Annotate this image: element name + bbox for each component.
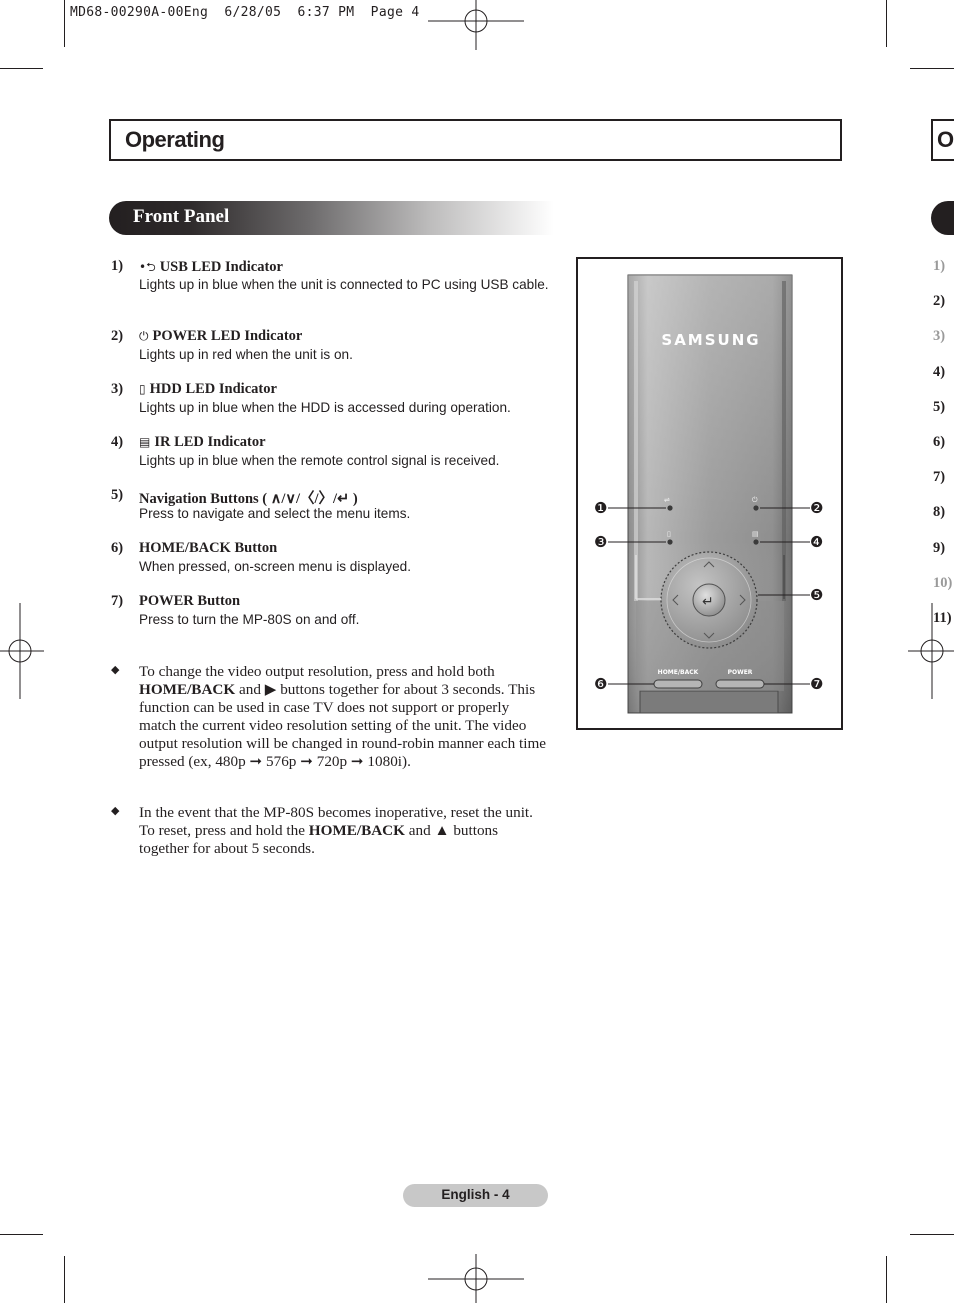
registration-mark xyxy=(908,603,954,699)
hdd-icon: ▯ xyxy=(139,382,146,396)
print-slug: MD68-00290A-00Eng 6/28/05 6:37 PM Page 4 xyxy=(70,5,420,20)
item-heading-text: Navigation Buttons ( ∧/∨/〈/〉/↵ ) xyxy=(139,491,358,507)
page-title-box: Operating xyxy=(109,119,842,161)
item-number: 1) xyxy=(111,258,124,274)
footer-page-number-pill: English - 4 xyxy=(403,1184,548,1207)
diamond-bullet-icon: ◆ xyxy=(111,804,120,817)
note-text: In the event that the MP-80S becomes ino… xyxy=(139,804,533,857)
item-heading-text: POWER Button xyxy=(139,593,241,609)
callout-5: ❺ xyxy=(810,586,824,604)
side-index-number: 11) xyxy=(933,610,952,626)
item-heading-text: IR LED Indicator xyxy=(154,434,266,450)
side-index-number: 3) xyxy=(933,328,946,345)
item-number: 3) xyxy=(111,381,124,397)
callout-4: ❹ xyxy=(810,533,824,551)
footer-page-number: English - 4 xyxy=(441,1187,510,1202)
item-description: When pressed, on-screen menu is displaye… xyxy=(139,559,412,574)
callout-6: ❻ xyxy=(594,675,608,693)
crop-mark xyxy=(886,0,887,47)
svg-text:⏻: ⏻ xyxy=(752,496,758,504)
side-index-number: 7) xyxy=(933,469,946,486)
item-number: 4) xyxy=(111,434,124,450)
crop-mark xyxy=(910,1234,954,1235)
section-title: Front Panel xyxy=(133,206,230,227)
side-index-number: 2) xyxy=(933,293,946,310)
crop-mark xyxy=(64,0,65,47)
item-number: 2) xyxy=(111,328,124,344)
section-header: Front Panel xyxy=(109,201,554,235)
front-panel-illustration: ⇌ ⏻ ▯ ▤ ↵ xyxy=(608,274,810,714)
note-text: To change the video output resolution, p… xyxy=(139,663,546,770)
diamond-bullet-icon: ◆ xyxy=(111,663,120,676)
registration-mark xyxy=(0,603,44,699)
item-number: 6) xyxy=(111,540,124,556)
item-description: Press to turn the MP-80S on and off. xyxy=(139,612,360,627)
page-title: Operating xyxy=(125,127,225,152)
home-back-button-label: HOME/BACK xyxy=(657,669,699,676)
power-icon: ⏻ xyxy=(139,329,149,343)
crop-mark xyxy=(910,68,954,69)
next-page-title: O xyxy=(937,127,954,152)
note-reset: ◆ In the event that the MP-80S becomes i… xyxy=(111,804,551,864)
item-description: Lights up in red when the unit is on. xyxy=(139,347,353,362)
note-resolution: ◆ To change the video output resolution,… xyxy=(111,663,551,788)
item-description: Press to navigate and select the menu it… xyxy=(139,506,411,521)
callout-2: ❷ xyxy=(810,499,824,517)
front-panel-figure: ⇌ ⏻ ▯ ▤ ↵ SAMSUNG HOME/BACK POWER ❶ ❷ ❸ … xyxy=(576,257,843,730)
svg-text:▯: ▯ xyxy=(667,530,671,538)
power-button-label: POWER xyxy=(727,669,753,676)
item-number: 7) xyxy=(111,593,124,609)
crop-mark xyxy=(0,1234,43,1235)
registration-mark xyxy=(428,0,524,50)
registration-mark xyxy=(428,1254,524,1303)
crop-mark xyxy=(64,1256,65,1303)
side-index-number: 8) xyxy=(933,504,946,521)
side-index-number: 4) xyxy=(933,363,946,380)
callout-3: ❸ xyxy=(594,533,608,551)
item-heading-text: USB LED Indicator xyxy=(159,259,283,275)
side-index-number: 1) xyxy=(933,258,946,274)
next-page-title-box: O xyxy=(931,119,954,161)
item-description: Lights up in blue when the unit is conne… xyxy=(139,277,549,292)
item-heading-text: HOME/BACK Button xyxy=(139,540,278,556)
item-heading: HOME/BACK Button xyxy=(139,540,277,557)
callout-7: ❼ xyxy=(810,675,824,693)
svg-text:⇌: ⇌ xyxy=(664,496,670,504)
item-description: Lights up in blue when the HDD is access… xyxy=(139,400,511,415)
side-index-number: 6) xyxy=(933,434,946,450)
crop-mark xyxy=(0,68,43,69)
crop-mark xyxy=(886,1256,887,1303)
callout-1: ❶ xyxy=(594,499,608,517)
item-description: Lights up in blue when the remote contro… xyxy=(139,453,500,468)
item-heading: •⮌USB LED Indicator xyxy=(139,258,283,279)
svg-text:↵: ↵ xyxy=(702,594,714,610)
side-index-number: 10) xyxy=(933,574,953,591)
usb-icon: •⮌ xyxy=(139,260,156,274)
side-index-number: 5) xyxy=(933,398,946,415)
item-heading-text: HDD LED Indicator xyxy=(149,381,277,397)
brand-logo: SAMSUNG xyxy=(661,331,761,349)
item-heading: ▯HDD LED Indicator xyxy=(139,381,277,398)
item-number: 5) xyxy=(111,487,124,503)
feature-item: 5) Navigation Buttons ( ∧/∨/〈/〉/↵ )Press … xyxy=(111,487,551,525)
item-heading: Navigation Buttons ( ∧/∨/〈/〉/↵ ) xyxy=(139,487,358,508)
item-heading: POWER Button xyxy=(139,593,240,610)
side-index-number: 9) xyxy=(933,539,946,556)
item-heading: ⏻POWER LED Indicator xyxy=(139,328,302,345)
svg-text:▤: ▤ xyxy=(752,530,759,538)
item-heading-text: POWER LED Indicator xyxy=(152,328,303,344)
next-section-header xyxy=(931,201,954,235)
item-heading: ▤IR LED Indicator xyxy=(139,434,266,451)
ir-icon: ▤ xyxy=(139,435,151,449)
